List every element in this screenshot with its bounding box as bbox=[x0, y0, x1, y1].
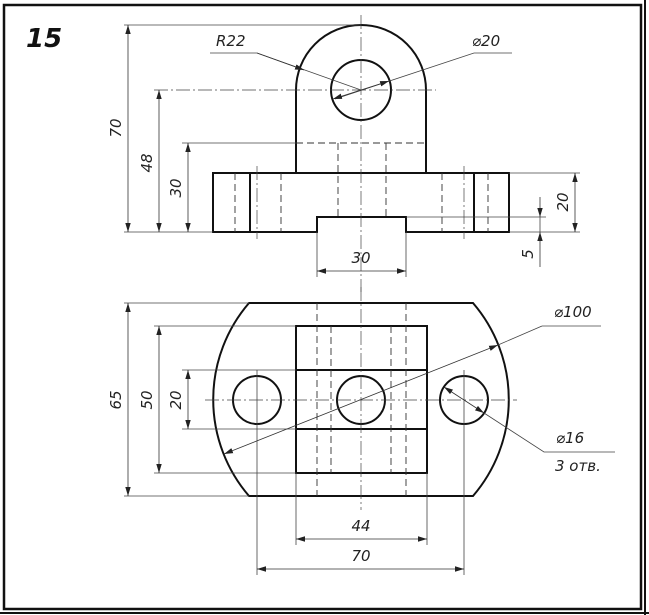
dim-upright-hidden-height: 30 bbox=[167, 178, 185, 197]
holes-diameter-label: ⌀16 bbox=[556, 429, 584, 447]
outer-diameter-label: ⌀100 bbox=[554, 303, 592, 321]
dim-recess-depth: 5 bbox=[519, 249, 537, 259]
dim-upright-width: 44 bbox=[351, 517, 370, 535]
dim-slot-width: 20 bbox=[167, 390, 185, 409]
task-number: 15 bbox=[26, 24, 62, 54]
dim-width-total: 65 bbox=[107, 390, 125, 409]
dim-hole-center-height: 48 bbox=[138, 153, 156, 172]
dim-height-total: 70 bbox=[107, 118, 125, 137]
dim-recess-width: 30 bbox=[351, 249, 370, 267]
holes-count-label: 3 отв. bbox=[555, 457, 601, 475]
base-plan-outline bbox=[212, 302, 510, 497]
dim-base-height: 20 bbox=[554, 192, 572, 211]
front-view: R22 ⌀20 70 48 30 20 5 30 bbox=[107, 15, 580, 292]
dim-hole-spacing: 70 bbox=[351, 547, 370, 565]
top-view: ⌀100 ⌀16 3 отв. 65 50 20 44 70 bbox=[107, 287, 615, 575]
radius-label: R22 bbox=[216, 32, 246, 50]
hole-diameter-label: ⌀20 bbox=[472, 32, 500, 50]
dim-upright-length: 50 bbox=[138, 390, 156, 409]
